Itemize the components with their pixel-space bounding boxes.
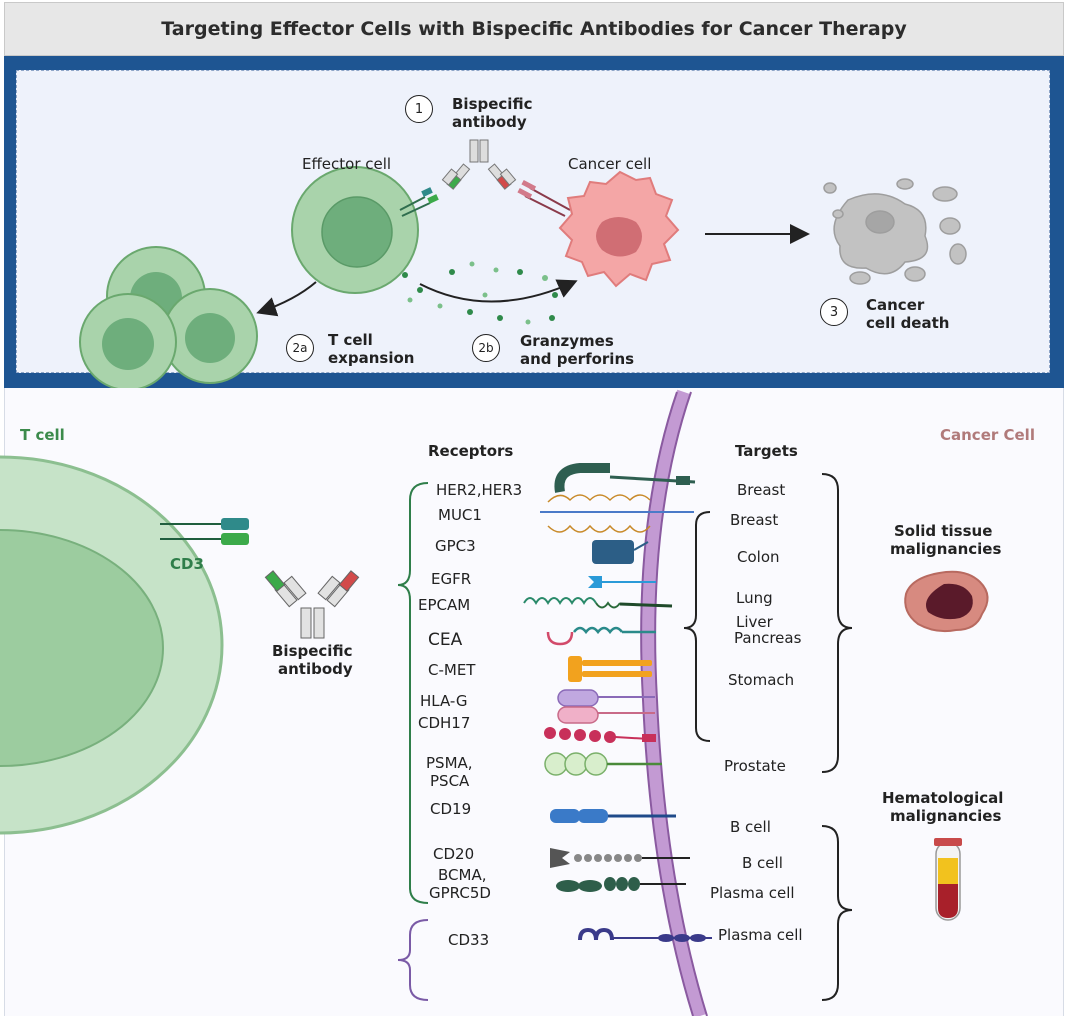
solid-tissue-label-2: malignancies <box>890 540 1002 558</box>
target-prostate: Prostate <box>724 757 786 775</box>
page-title: Targeting Effector Cells with Bispecific… <box>161 18 907 40</box>
cancer-cell-label: Cancer cell <box>568 155 652 173</box>
receptor-egfr: EGFR <box>431 570 472 588</box>
effector-receptor <box>399 187 439 217</box>
target-breast-1: Breast <box>737 481 786 499</box>
cancer-cell <box>558 170 680 288</box>
receptor-c-met: C-MET <box>428 661 476 679</box>
receptor-bcma: BCMA, <box>438 866 487 884</box>
step-1-label-2: antibody <box>452 113 527 131</box>
hematological-label-2: malignancies <box>890 807 1002 825</box>
arrow-to-expansion <box>256 281 317 317</box>
effector-cell-label: Effector cell <box>302 155 392 173</box>
targets-header: Targets <box>735 442 798 460</box>
receptor-cd19: CD19 <box>430 800 472 818</box>
step-1-label: Bispecific <box>452 95 533 113</box>
granzyme-dots <box>402 261 558 325</box>
hematological-label: Hematological <box>882 789 1004 807</box>
receptor-cd20: CD20 <box>433 845 475 863</box>
receptor-psma: PSMA, <box>426 754 473 772</box>
receptor-epcam: EPCAM <box>418 596 471 614</box>
t-cell-expansion-cells <box>79 246 258 388</box>
step-2b-label-2: and perforins <box>520 350 635 368</box>
dead-cancer-cell <box>823 178 967 285</box>
step-2a-badge: 2a <box>286 334 314 362</box>
step-3-label: Cancer <box>866 296 925 314</box>
target-plasma-cell-2: Plasma cell <box>718 926 803 944</box>
target-plasma-cell-1: Plasma cell <box>710 884 795 902</box>
title-bar: Targeting Effector Cells with Bispecific… <box>4 2 1064 56</box>
receptor-cd33: CD33 <box>448 931 490 949</box>
bispecific-antibody-label: Bispecific <box>272 642 353 660</box>
receptor-target-panel <box>4 388 1064 1016</box>
step-1-badge: 1 <box>405 95 433 123</box>
step-2a-label: T cell <box>328 331 373 349</box>
target-colon: Colon <box>737 548 780 566</box>
bispecific-antibody-top <box>441 139 517 190</box>
receptor-psca: PSCA <box>430 772 470 790</box>
arrow-to-cancer-cell <box>419 279 578 303</box>
receptors-header: Receptors <box>428 442 514 460</box>
target-b-cell-1: B cell <box>730 818 771 836</box>
receptor-gpc3: GPC3 <box>435 537 476 555</box>
cd3-label: CD3 <box>170 555 204 573</box>
receptor-gprc5d: GPRC5D <box>429 884 491 902</box>
mechanism-illustration <box>79 139 967 388</box>
effector-cell <box>291 166 419 294</box>
target-lung: Lung <box>736 589 773 607</box>
step-2b-badge: 2b <box>472 334 500 362</box>
bispecific-antibody-label-2: antibody <box>278 660 353 678</box>
t-cell-label: T cell <box>20 426 65 444</box>
target-pancreas: Pancreas <box>734 629 802 647</box>
cancer-cell-label-bottom: Cancer Cell <box>940 426 1035 444</box>
receptor-muc1: MUC1 <box>438 506 482 524</box>
target-stomach: Stomach <box>728 671 795 689</box>
step-3-badge: 3 <box>820 298 848 326</box>
step-2b-label: Granzymes <box>520 332 614 350</box>
step-2a-label-2: expansion <box>328 349 415 367</box>
target-b-cell-2: B cell <box>742 854 783 872</box>
receptor-cdh17: CDH17 <box>418 714 471 732</box>
target-liver: Liver <box>736 613 773 631</box>
step-3-label-2: cell death <box>866 314 950 332</box>
receptor-her2-her3: HER2,HER3 <box>436 481 523 499</box>
solid-tissue-label: Solid tissue <box>894 522 993 540</box>
target-breast-2: Breast <box>730 511 779 529</box>
receptor-hla-g: HLA-G <box>420 692 468 710</box>
cancer-receptor <box>517 179 571 217</box>
receptor-cea: CEA <box>428 630 463 650</box>
